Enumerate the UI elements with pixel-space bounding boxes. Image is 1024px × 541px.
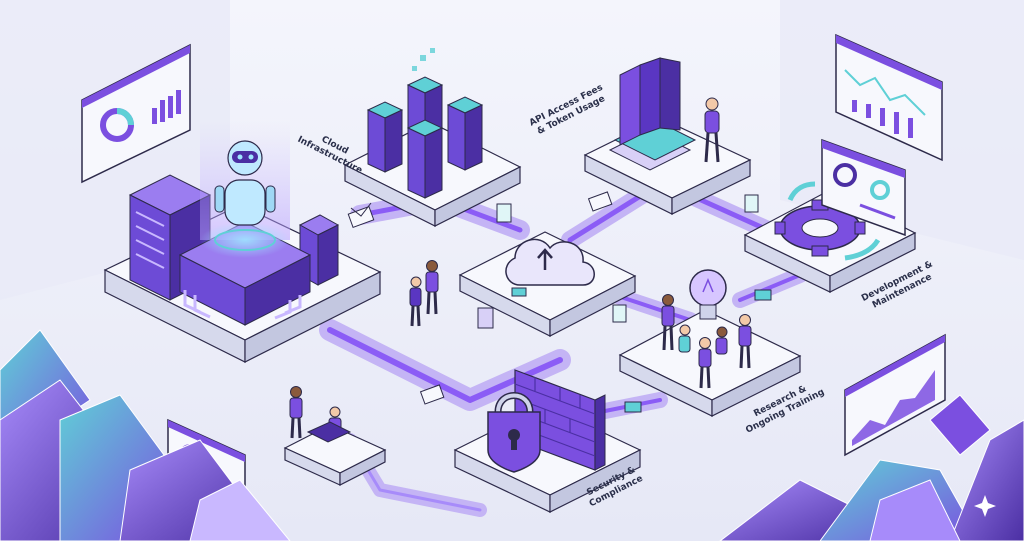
sparkle-icon [974,495,996,517]
books-icon [608,57,697,171]
padlock-icon [487,392,541,473]
chip-icon [624,289,772,413]
research-team [661,294,752,389]
person-icon [715,326,728,355]
person-icon [738,314,752,369]
person-icon [289,386,303,439]
person-icon [704,97,720,163]
glow-disc [200,222,290,258]
document-icon [744,194,759,213]
gear-icon [774,181,881,261]
robot-icon [214,140,276,251]
document-icon [477,307,494,329]
person-icon [698,337,712,389]
dashboard-monitor-icon [821,138,906,237]
person-icon [409,276,422,327]
person-icon [425,260,439,315]
document-icon [496,203,512,223]
lightbulb-icon [689,269,727,320]
envelope-icon [587,191,613,212]
central-people [409,260,439,327]
dashboard-monitor-icon [835,33,943,162]
person-icon [661,294,675,351]
cloud-upload-icon [505,238,595,297]
envelope-icon [419,384,445,405]
envelope-icon [347,202,375,228]
person-icon [678,324,691,353]
team-people [289,386,352,443]
dashboard-monitor-icon [81,43,191,184]
document-icon [612,304,627,323]
mountains-left [0,329,291,541]
connector-paths [319,181,808,517]
platform-team [283,424,387,486]
server-rack-icon [366,48,484,199]
dashboard-monitor-icon [844,333,946,457]
mountains-right [719,394,1024,541]
